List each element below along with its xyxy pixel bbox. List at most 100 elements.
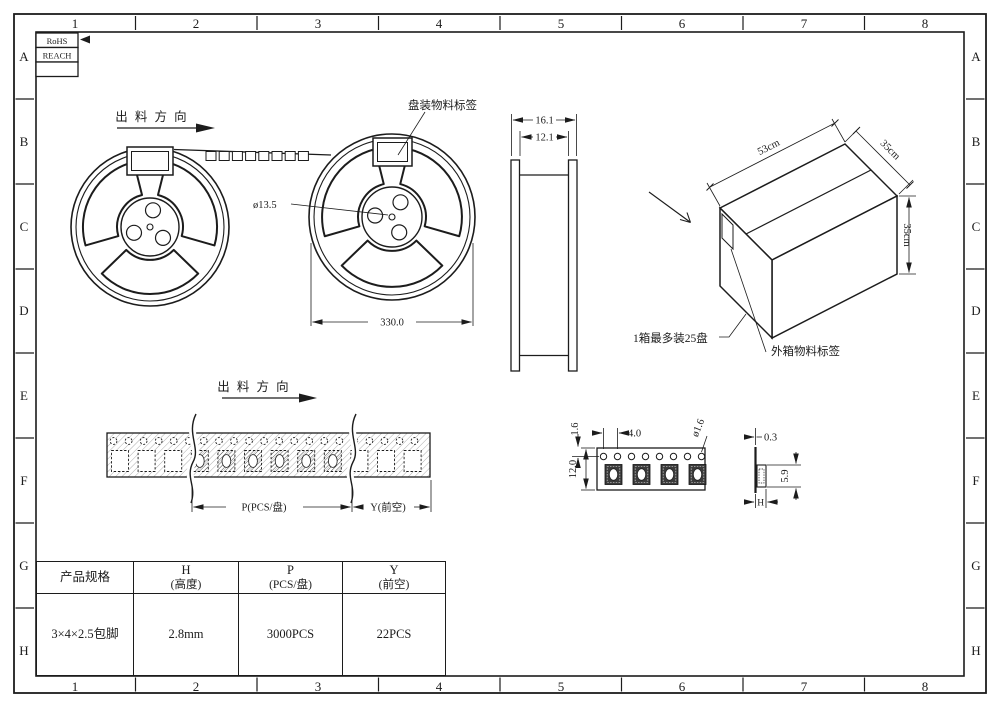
tape-width-dimension: 12.0 — [568, 447, 595, 491]
pocket-depth-dimension: 5.9 — [767, 452, 801, 500]
flow-direction-tape: 出 料 方 向 — [217, 379, 317, 403]
carton-height-value: 35cm — [901, 223, 912, 246]
empty-pockets — [111, 450, 422, 472]
grid-col-label: 3 — [315, 679, 322, 694]
grid-row-label: A — [19, 49, 29, 64]
component-height-dimension: H — [744, 489, 778, 509]
grid-row-label: B — [20, 134, 29, 149]
grid-row-label: E — [972, 388, 980, 403]
grid-col-label: 2 — [193, 16, 200, 31]
grid-row-label: C — [972, 219, 981, 234]
grid-row-label: E — [20, 388, 28, 403]
thickness-dimension: 0.3 — [744, 428, 777, 445]
cell-leader: 22PCS — [342, 593, 446, 676]
carton-label-callout: 外箱物料标签 — [771, 344, 840, 358]
grid-col-label: 5 — [558, 679, 565, 694]
carton-box-view: 53cm 35cm 35cm 1箱最多装25盘 外箱物料标签 — [633, 118, 916, 358]
grid-col-label: 2 — [193, 679, 200, 694]
tape-cross-section: 0.3 5.9 H — [744, 428, 801, 509]
header-leader: Y(前空) — [342, 561, 446, 594]
grid-row-label: A — [971, 49, 981, 64]
header-height: H(高度) — [133, 561, 239, 594]
grid-reference-bottom: 1 2 3 4 5 6 7 8 — [72, 677, 929, 694]
grid-reference-top: 1 2 3 4 5 6 7 8 — [72, 16, 929, 31]
component-height-value: H — [757, 499, 764, 509]
compliance-block: RoHS REACH — [35, 32, 90, 78]
rohs-mark: RoHS — [47, 36, 68, 46]
grid-col-label: 6 — [679, 16, 686, 31]
loaded-span-label: P(PCS/盘) — [242, 501, 287, 514]
reel-front-view-1 — [70, 146, 332, 307]
grid-col-label: 6 — [679, 679, 686, 694]
spec-table-header-row: 产品规格 H(高度) P(PCS/盘) Y(前空) — [36, 561, 446, 594]
grid-row-label: B — [972, 134, 981, 149]
grid-row-label: D — [19, 303, 28, 318]
hub-hole-dia-label: ø13.5 — [253, 200, 277, 211]
cell-pcs-per-reel: 3000PCS — [238, 593, 343, 676]
carton-label-box — [721, 212, 734, 251]
edge-margin-dimension: 1.6 — [570, 422, 599, 468]
loaded-pockets — [190, 450, 342, 472]
tape-detail-view: 12.0 1.6 4.0 ø1.6 — [568, 417, 708, 491]
reel-front-view-2: 盘装物料标签 ø13.5 330.0 — [253, 98, 477, 329]
revision-arrow-icon — [80, 35, 90, 44]
spec-table-data-row: 3×4×2.5包脚 2.8mm 3000PCS 22PCS — [36, 593, 446, 676]
pitch-value: 4.0 — [628, 429, 641, 440]
carrier-tape-strip: P(PCS/盘) Y(前空) — [106, 412, 432, 514]
reel-label-callout: 盘装物料标签 — [408, 98, 477, 112]
thickness-value: 0.3 — [764, 433, 777, 444]
grid-col-label: 4 — [436, 16, 443, 31]
grid-row-label: H — [971, 643, 980, 658]
grid-col-label: 7 — [801, 679, 808, 694]
grid-row-label: G — [971, 558, 980, 573]
components-detail — [604, 464, 707, 485]
carton-length-value: 53cm — [756, 138, 782, 158]
carton-height-dimension: 35cm — [899, 195, 916, 275]
tape-span-dimensions: P(PCS/盘) Y(前空) — [191, 480, 432, 514]
carton-depth-value: 35cm — [878, 138, 902, 162]
flow-direction-top: 出 料 方 向 — [115, 109, 215, 133]
grid-reference-right: A B C D E F G H — [966, 49, 985, 658]
edge-margin-value: 1.6 — [570, 422, 581, 435]
grid-col-label: 5 — [558, 16, 565, 31]
grid-row-label: F — [20, 473, 27, 488]
cell-height: 2.8mm — [133, 593, 239, 676]
grid-col-label: 8 — [922, 16, 929, 31]
arrow-right-icon — [196, 123, 215, 133]
break-lines — [186, 412, 360, 505]
hole-dia-value: ø1.6 — [690, 417, 707, 438]
grid-row-label: D — [971, 303, 980, 318]
carrier-tape-run — [173, 148, 332, 161]
cell-product-spec: 3×4×2.5包脚 — [36, 593, 134, 676]
reel-dia-value: 330.0 — [380, 318, 404, 329]
spool-width-dimensions: 16.1 12.1 — [511, 114, 577, 156]
grid-col-label: 1 — [72, 679, 79, 694]
spool-inner-width-value: 12.1 — [535, 133, 553, 144]
pitch-dimension: 4.0 — [592, 428, 641, 449]
grid-col-label: 7 — [801, 16, 808, 31]
insertion-arrow-icon — [648, 191, 692, 224]
header-pcs-per-reel: P(PCS/盘) — [238, 561, 343, 594]
grid-col-label: 1 — [72, 16, 79, 31]
arrow-right-icon — [299, 393, 317, 403]
sprocket-holes — [109, 437, 419, 445]
flow-direction-label: 出 料 方 向 — [115, 109, 188, 124]
spool-outer-width-value: 16.1 — [535, 116, 553, 127]
sheet-borders — [13, 13, 987, 694]
spool-side-view: 16.1 12.1 — [510, 114, 578, 372]
sprocket-holes-detail — [599, 452, 706, 461]
reach-mark: REACH — [43, 51, 72, 61]
carton-capacity-callout: 1箱最多装25盘 — [633, 331, 708, 345]
reel-dia-dimension: 330.0 — [310, 243, 474, 329]
grid-row-label: G — [19, 558, 28, 573]
header-product-spec: 产品规格 — [36, 561, 134, 594]
grid-row-label: C — [20, 219, 29, 234]
grid-row-label: H — [19, 643, 28, 658]
grid-col-label: 8 — [922, 679, 929, 694]
leader-span-label: Y(前空) — [370, 501, 406, 514]
grid-reference-left: A B C D E F G H — [15, 49, 34, 658]
pocket-depth-value: 5.9 — [780, 469, 791, 482]
flow-direction-label: 出 料 方 向 — [217, 379, 290, 394]
